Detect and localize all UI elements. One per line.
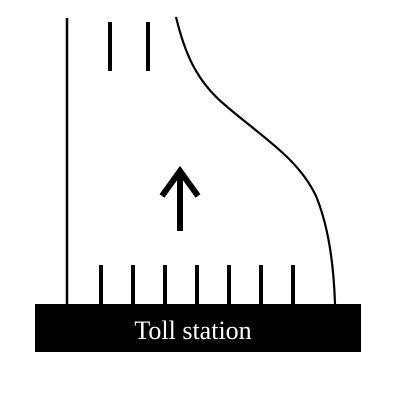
toll-station-bar (35, 304, 361, 352)
bottom-lane-markings (99, 265, 295, 304)
top-lane-markings (108, 22, 150, 71)
toll-station-label: Toll station (134, 316, 251, 345)
right-road-edge (174, 16, 337, 305)
up-arrow-icon (159, 165, 201, 231)
